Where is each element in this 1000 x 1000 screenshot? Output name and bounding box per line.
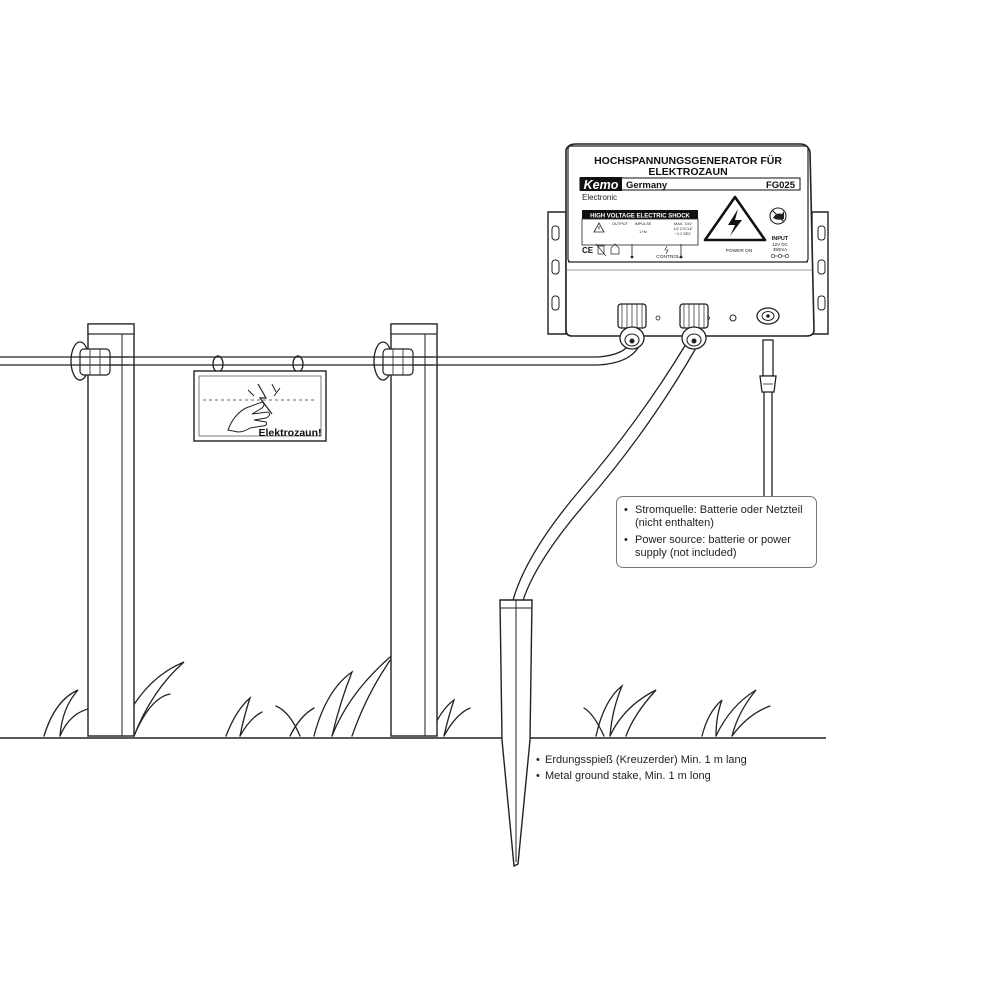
hazard-triangle-icon (593, 222, 605, 233)
power-source-callout: Stromquelle: Batterie oder Netzteil (nic… (616, 496, 817, 568)
svg-text:350mA: 350mA (773, 247, 787, 252)
power-on-label: POWER ON (726, 248, 753, 254)
svg-text:1/2 CYCLE: 1/2 CYCLE (674, 227, 693, 231)
input-label: INPUT (772, 236, 789, 242)
device-country: Germany (626, 180, 668, 191)
svg-text:MAX. 3 kV: MAX. 3 kV (674, 222, 692, 226)
ground-output-terminal (679, 303, 709, 350)
ground-cable (511, 343, 687, 605)
svg-text:1 Hz: 1 Hz (639, 230, 647, 234)
power-led (729, 314, 737, 322)
device-title-line2: ELEKTROZAUN (648, 166, 727, 178)
ground-stake-note-en: Metal ground stake, Min. 1 m long (536, 768, 747, 784)
fence-output-terminal (617, 303, 647, 350)
device-model: FG025 (766, 180, 796, 191)
ground-stake (499, 599, 533, 868)
power-source-note-en: Power source: batterie or power supply (… (623, 534, 810, 560)
power-source-note-de: Stromquelle: Batterie oder Netzteil (nic… (623, 504, 810, 530)
insulator-left (70, 341, 111, 381)
fence-post-right (390, 323, 438, 737)
svg-text:IMPULSE: IMPULSE (635, 222, 652, 226)
warning-sign: Elektrozaun! (193, 355, 327, 442)
weee-bin-icon (595, 243, 607, 257)
brand-sub: Electronic (582, 193, 617, 202)
device-title-line1: HOCHSPANNUNGSGENERATOR FÜR (594, 154, 782, 167)
brand-logo-box (580, 177, 622, 191)
fence-post-left (87, 323, 135, 737)
dc-input-socket (756, 307, 780, 325)
warning-banner: HIGH VOLTAGE ELECTRIC SHOCK (590, 214, 690, 220)
insulator-right (373, 341, 414, 381)
no-animal-icon (769, 207, 787, 225)
svg-text:OUTPUT: OUTPUT (612, 222, 628, 226)
svg-text:12V DC: 12V DC (772, 242, 789, 247)
ground-stake-note-de: Erdungsspieß (Kreuzerder) Min. 1 m lang (536, 752, 747, 768)
brand-logo: Kemo (584, 178, 619, 192)
sign-text: Elektrozaun! (258, 427, 321, 439)
lightning-bolt-icon (703, 195, 767, 242)
svg-text:~1.2 SEC: ~1.2 SEC (675, 232, 692, 236)
fence-generator-device: HOCHSPANNUNGSGENERATOR FÜR ELEKTROZAUN K… (547, 143, 829, 350)
ground-stake-note: Erdungsspieß (Kreuzerder) Min. 1 m lang … (536, 752, 747, 784)
ce-mark-icon: CE (582, 246, 594, 255)
hand-shock-icon (227, 383, 281, 433)
house-icon (610, 243, 620, 255)
power-cable (759, 339, 777, 496)
control-label: CONTROL (656, 254, 680, 260)
